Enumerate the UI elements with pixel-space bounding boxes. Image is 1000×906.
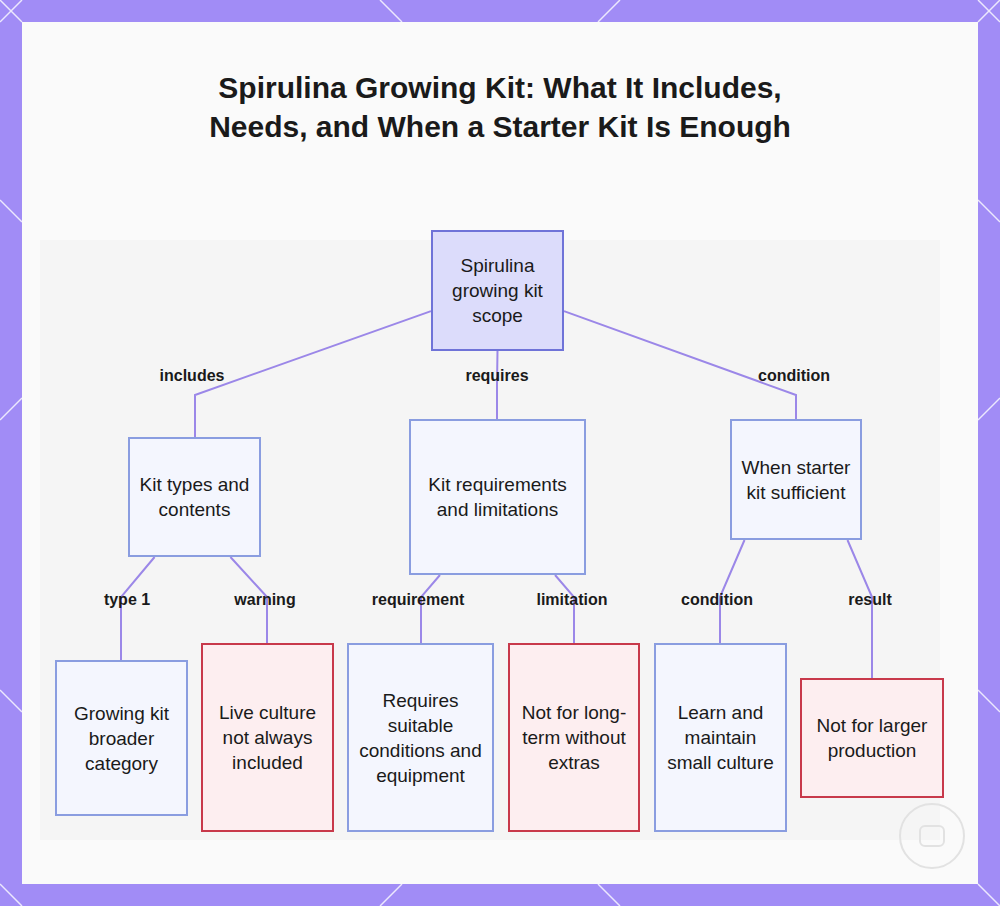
node-text: Kit types and contents — [138, 472, 251, 522]
topic-box: Kit types and contents — [128, 437, 261, 557]
node-text: When starter kit sufficient — [740, 455, 852, 505]
connector-line — [195, 311, 431, 437]
topic-box: Kit requirements and limitations — [409, 419, 586, 575]
topic-box: When starter kit sufficient — [730, 419, 862, 540]
logo-watermark — [900, 804, 964, 868]
topic-box: Growing kit broader category — [55, 660, 188, 816]
topic-box: Requires suitable conditions and equipme… — [347, 643, 494, 832]
node-text: Growing kit broader category — [65, 701, 178, 776]
connector-line — [496, 351, 499, 419]
connector-line — [847, 540, 872, 678]
edge-label: result — [848, 591, 892, 609]
warning-box: Not for long-term without extras — [508, 643, 640, 832]
edge-label: limitation — [536, 591, 607, 609]
edge-label: requires — [465, 367, 528, 385]
warning-box: Not for larger production — [800, 678, 944, 798]
diagram-title: Spirulina Growing Kit: What It Includes,… — [200, 68, 800, 146]
node-text: Live culture not always included — [211, 700, 324, 775]
edge-label: warning — [234, 591, 295, 609]
edge-label: type 1 — [104, 591, 150, 609]
node-text: Kit requirements and limitations — [419, 472, 576, 522]
connector-line — [121, 557, 155, 660]
edge-label: condition — [681, 591, 753, 609]
connector-line — [555, 575, 574, 643]
topic-box: Learn and maintain small culture — [654, 643, 787, 832]
warning-box: Live culture not always included — [201, 643, 334, 832]
node-text: Requires suitable conditions and equipme… — [357, 688, 484, 788]
logo-watermark — [920, 826, 944, 846]
node-text: Spirulina growing kit scope — [441, 253, 554, 328]
edge-label: condition — [758, 367, 830, 385]
node-text: Learn and maintain small culture — [664, 700, 777, 775]
connector-line — [564, 311, 796, 419]
connector-line — [421, 575, 440, 643]
root-box: Spirulina growing kit scope — [431, 230, 564, 351]
edge-label: includes — [160, 367, 225, 385]
node-text: Not for long-term without extras — [518, 700, 630, 775]
node-text: Not for larger production — [810, 713, 934, 763]
white-panel — [22, 22, 978, 884]
blurred-backdrop — [22, 22, 978, 884]
edge-label: requirement — [372, 591, 464, 609]
